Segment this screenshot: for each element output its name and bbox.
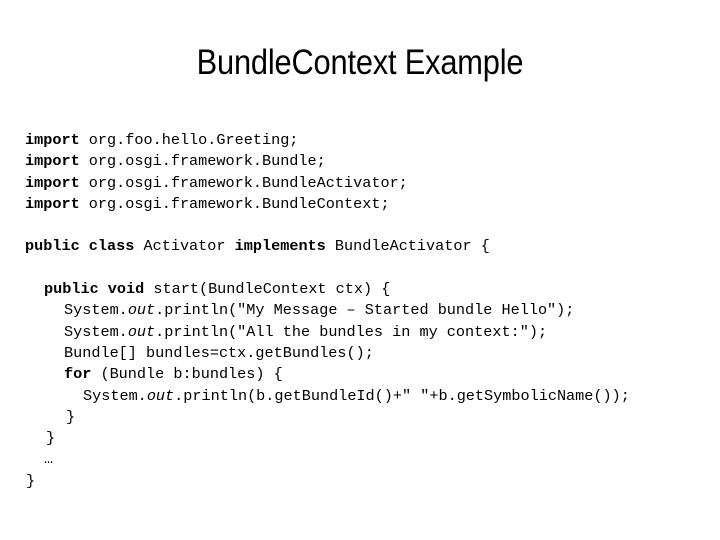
- code-text: .println(b.getBundleId()+" "+b.getSymbol…: [174, 386, 630, 405]
- code-text: System.: [64, 301, 128, 320]
- code-blank-line: [0, 215, 720, 236]
- code-text: org.foo.hello.Greeting;: [79, 131, 299, 149]
- code-field: out: [127, 322, 156, 341]
- code-keyword: for: [64, 365, 92, 384]
- code-text: Bundle[] bundles=ctx.getBundles();: [64, 343, 374, 362]
- code-text: Activator: [134, 237, 235, 256]
- code-keyword: public class: [25, 237, 135, 256]
- code-keyword: import: [25, 152, 80, 171]
- code-line: import org.osgi.framework.Bundle;: [0, 151, 720, 172]
- code-keyword: import: [25, 194, 80, 213]
- code-text: …: [44, 450, 54, 469]
- code-text: org.osgi.framework.Bundle;: [79, 152, 326, 171]
- code-text: }: [26, 471, 36, 490]
- page-title: BundleContext Example: [196, 43, 524, 82]
- code-text: (Bundle b:bundles) {: [91, 365, 283, 384]
- code-line: for (Bundle b:bundles) {: [0, 364, 720, 385]
- code-text: org.osgi.framework.BundleContext;: [79, 194, 390, 213]
- code-keyword: import: [25, 173, 80, 192]
- code-line: }: [0, 471, 720, 492]
- code-text: .println("All the bundles in my context:…: [155, 322, 548, 341]
- code-line: import org.osgi.framework.BundleActivato…: [0, 173, 720, 194]
- code-blank-line: [0, 258, 720, 279]
- code-line: }: [0, 428, 720, 449]
- code-text: }: [46, 429, 56, 448]
- code-keyword: public void: [44, 280, 145, 299]
- code-line: System.out.println("All the bundles in m…: [0, 322, 720, 343]
- code-text: BundleActivator {: [325, 237, 490, 256]
- code-field: out: [127, 301, 156, 320]
- code-line: import org.osgi.framework.BundleContext;: [0, 194, 720, 215]
- code-text: System.: [83, 386, 147, 405]
- code-text: start(BundleContext ctx) {: [144, 280, 391, 299]
- code-text: .println("My Message – Started bundle He…: [155, 301, 575, 320]
- code-block: import org.foo.hello.Greeting;import org…: [0, 130, 720, 492]
- code-line: System.out.println(b.getBundleId()+" "+b…: [0, 386, 720, 407]
- code-text: System.: [64, 322, 128, 341]
- code-line: System.out.println("My Message – Started…: [0, 300, 720, 321]
- code-text: }: [66, 407, 76, 426]
- code-keyword: import: [25, 131, 80, 149]
- code-line: Bundle[] bundles=ctx.getBundles();: [0, 343, 720, 364]
- code-text: org.osgi.framework.BundleActivator;: [79, 173, 408, 192]
- code-line: }: [0, 407, 720, 428]
- code-line: public void start(BundleContext ctx) {: [0, 279, 720, 300]
- code-keyword: implements: [234, 237, 326, 256]
- code-field: out: [146, 386, 175, 405]
- code-line: import org.foo.hello.Greeting;: [0, 130, 720, 151]
- code-line: public class Activator implements Bundle…: [0, 236, 720, 257]
- code-line: …: [0, 449, 720, 470]
